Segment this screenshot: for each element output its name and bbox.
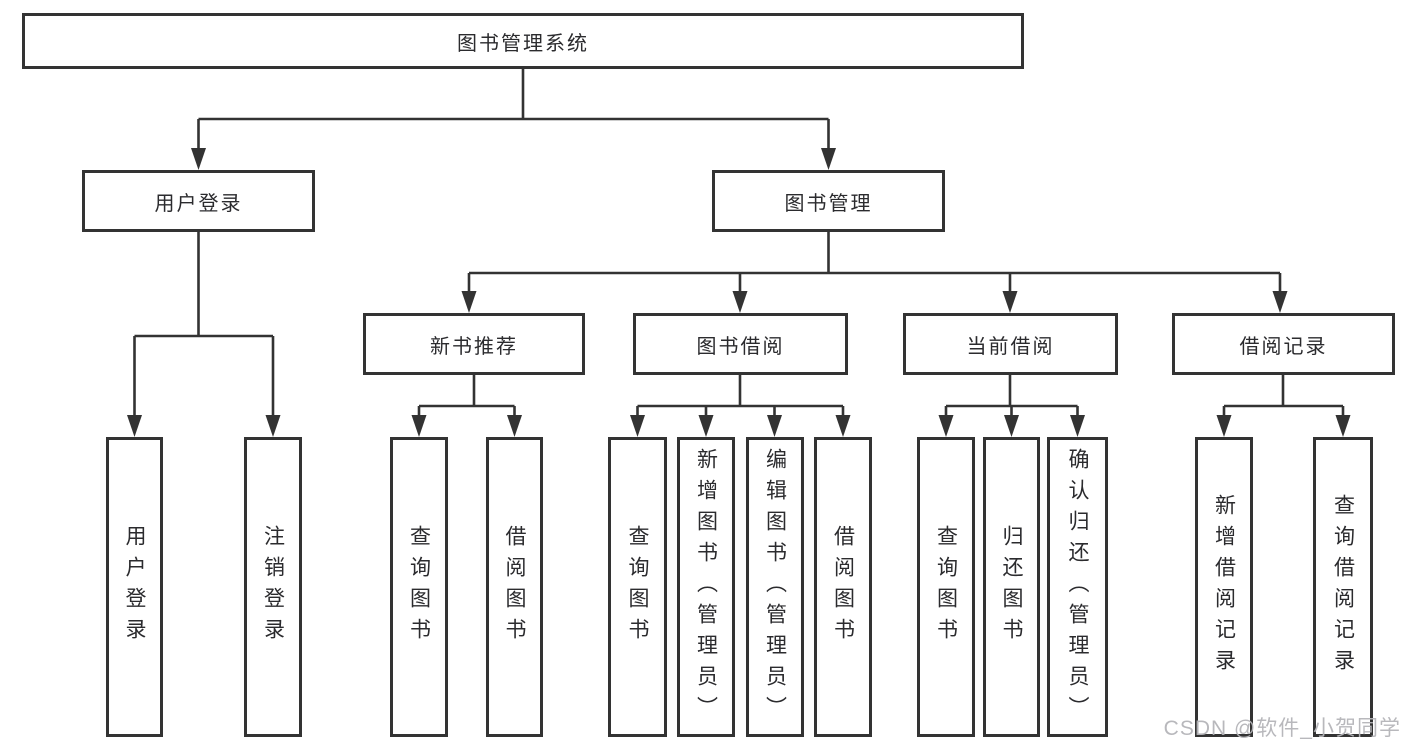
node-borrow-records: 借阅记录	[1172, 313, 1395, 375]
leaf-borrow-query-books: 查询图书	[608, 437, 667, 737]
watermark: CSDN @软件_小贺同学	[1163, 717, 1401, 740]
leaf-recommend-borrow-books: 借阅图书	[486, 437, 543, 737]
leaf-query-borrow-record: 查询借阅记录	[1313, 437, 1373, 737]
leaf-user-login: 用户登录	[106, 437, 163, 737]
node-book-borrow: 图书借阅	[633, 313, 848, 375]
node-new-book-recommend: 新书推荐	[363, 313, 585, 375]
leaf-logout: 注销登录	[244, 437, 302, 737]
leaf-recommend-query-books: 查询图书	[390, 437, 448, 737]
leaf-current-query-books: 查询图书	[917, 437, 975, 737]
leaf-add-books-admin: 新增图书（管理员）	[677, 437, 735, 737]
node-current-borrow: 当前借阅	[903, 313, 1118, 375]
leaf-return-books: 归还图书	[983, 437, 1040, 737]
leaf-confirm-return-admin: 确认归还（管理员）	[1047, 437, 1108, 737]
leaf-edit-books-admin: 编辑图书（管理员）	[746, 437, 804, 737]
node-book-management: 图书管理	[712, 170, 945, 232]
node-root: 图书管理系统	[22, 13, 1024, 69]
leaf-borrow-books: 借阅图书	[814, 437, 872, 737]
node-user-login: 用户登录	[82, 170, 315, 232]
leaf-add-borrow-record: 新增借阅记录	[1195, 437, 1253, 737]
